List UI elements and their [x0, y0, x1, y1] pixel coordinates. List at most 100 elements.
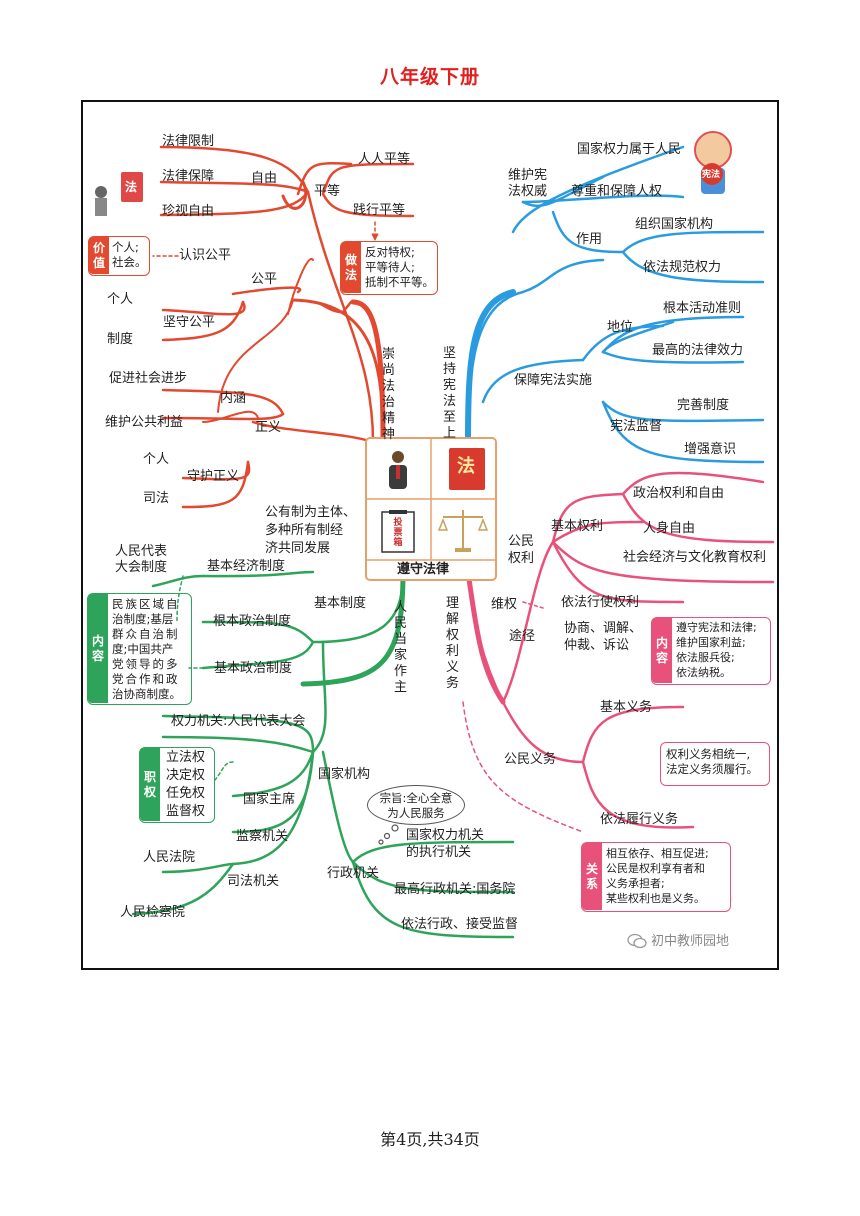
center-ballot-box-text: 投票箱	[393, 518, 403, 548]
branch-label-lijie-quanli-yiwu: 理解权利义务	[445, 596, 459, 691]
node-yifa-lvxing-yiwu: 依法履行义务	[600, 812, 679, 827]
jiazhi-line-1: 个人;	[112, 240, 139, 254]
neirong-green-line-6: 党合作和政	[112, 672, 180, 686]
node-gongmin-yiwu: 公民义务	[504, 752, 557, 767]
node-tujing-line1: 协商、调解、	[564, 621, 643, 636]
zuofa-tag: 做法	[341, 242, 361, 293]
node-jiben-yiwu: 基本义务	[600, 700, 653, 715]
xianfa-icon-text: 宪法	[702, 170, 721, 180]
node-jiben-zhengzhi-zhidu: 基本政治制度	[214, 661, 293, 676]
guanxi-line-2: 公民是权利享有者和	[606, 862, 705, 875]
node-zhengyi-sifa: 司法	[143, 491, 170, 506]
node-weihu-xianfa-line1: 维护宪	[508, 168, 548, 183]
branch-label-chongshang: 崇尚法治精神	[381, 347, 395, 442]
node-renshen-ziyou: 人身自由	[643, 521, 696, 536]
neirong-pink-line-4: 依法纳税。	[676, 666, 731, 679]
zuofa-line-1: 反对特权;	[365, 245, 415, 259]
node-jiben-zhidu: 基本制度	[314, 596, 367, 611]
mind-map-frame: 法 投票箱 遵守法律 崇尚法治精神 自由 法律限制 法律保障 珍视自由 法 平等…	[81, 100, 779, 970]
node-renmin-fayuan: 人民法院	[143, 850, 196, 865]
zhiquan-item-4: 监督权	[166, 804, 206, 819]
node-zhengyi: 正义	[255, 420, 282, 435]
node-gongmin-quanli-line2: 权利	[508, 551, 535, 566]
node-jiben-jingji-zhidu: 基本经济制度	[207, 559, 286, 574]
node-gongping: 公平	[251, 272, 278, 287]
guanxi-line-1: 相互依存、相互促进;	[606, 847, 709, 860]
jiazhi-line-2: 社会。	[112, 255, 147, 269]
zongzhi-cloud: 宗旨:全心全意 为人民服务	[367, 785, 465, 825]
zhiquan-box: 职权 立法权 决定权 任免权 监督权	[139, 747, 215, 823]
node-neihan: 内涵	[220, 391, 247, 406]
page-title: 八年级下册	[379, 66, 480, 88]
neirong-pink-line-1: 遵守宪法和法律;	[676, 621, 757, 634]
node-zuoyong: 作用	[576, 232, 603, 247]
node-jiben-quanli: 基本权利	[551, 519, 604, 534]
node-diwei: 地位	[607, 320, 634, 335]
node-guojia-zhuxi: 国家主席	[243, 792, 296, 807]
zuofa-line-2: 平等待人;	[365, 260, 415, 274]
yiwu-note-box: 权利义务相统一, 法定义务须履行。	[660, 742, 770, 786]
ziyou-icon-text: 法	[125, 180, 138, 194]
zuofa-box: 做法 反对特权; 平等待人; 抵制不平等。	[340, 241, 438, 295]
note-gongyouzhi-line3: 济共同发展	[265, 541, 331, 556]
jiazhi-tag: 价值	[89, 237, 109, 274]
note-renmin-daibiao-line2: 大会制度	[115, 560, 168, 575]
node-tujing-line2: 仲裁、诉讼	[564, 638, 630, 653]
center-law-icon-text: 法	[457, 456, 475, 477]
node-weihu-xianfa-line2: 法权威	[508, 184, 548, 199]
node-zuigao-falv-xiaoli: 最高的法律效力	[652, 343, 744, 358]
node-zengqiang-yishi: 增强意识	[684, 442, 737, 457]
guanxi-line-4: 某些权利也是义务。	[606, 892, 705, 905]
neirong-box-pink: 内容 遵守宪法和法律; 维护国家利益; 依法服兵役; 依法纳税。	[651, 617, 771, 685]
node-gongping-geren: 个人	[107, 292, 134, 307]
node-renren-pingdeng: 人人平等	[358, 152, 411, 167]
neirong-green-line-7: 治协商制度。	[112, 687, 181, 701]
zhiquan-item-1: 立法权	[166, 750, 206, 765]
node-jianshou-gongping: 坚守公平	[163, 315, 216, 330]
neirong-green-line-5: 党领导的多	[112, 657, 180, 671]
node-cujin-shehui-jinbu: 促进社会进步	[109, 371, 188, 386]
mind-map-lines	[95, 131, 775, 939]
node-genben-huodong-zhunze: 根本活动准则	[663, 301, 742, 316]
neirong-box-green: 内容 民族区域自 治制度;基层 群众自治制 度;中国共产 党领导的多 党合作和政…	[87, 593, 192, 705]
node-yifa-xingzheng: 依法行政、接受监督	[401, 917, 519, 932]
note-gongyouzhi-line2: 多种所有制经	[265, 523, 344, 538]
node-baozhang-xianfa-shishi: 保障宪法实施	[514, 373, 593, 388]
watermark-text: 初中教师园地	[651, 934, 730, 949]
node-shouhu-zhengyi: 守护正义	[187, 469, 240, 484]
neirong-tag-green: 内容	[88, 594, 108, 703]
node-falv-baozhang: 法律保障	[162, 169, 215, 184]
neirong-green-line-4: 度;中国共产	[112, 642, 174, 656]
node-jiancha-jiguan: 监察机关	[236, 829, 289, 844]
cloud-bubbles	[378, 824, 399, 845]
wechat-icon	[627, 933, 647, 949]
node-gongping-zhidu: 制度	[107, 332, 134, 347]
node-renmin-jianchayuan: 人民检察院	[120, 905, 186, 920]
neirong-tag-pink: 内容	[652, 618, 672, 683]
node-xianfa-jiandu: 宪法监督	[610, 419, 663, 434]
node-genben-zhengzhi-zhidu: 根本政治制度	[213, 614, 292, 629]
zhiquan-item-3: 任免权	[166, 786, 206, 801]
node-zhixing-jiguan-line1: 国家权力机关	[406, 828, 485, 843]
node-yifa-xingshi-quanli: 依法行使权利	[561, 595, 640, 610]
node-weiquan-wei: 维权	[491, 597, 518, 612]
neirong-pink-line-2: 维护国家利益;	[676, 636, 746, 649]
node-weihu-gonggong-liyi: 维护公共利益	[105, 415, 184, 430]
node-wanshan-zhidu: 完善制度	[677, 398, 730, 413]
zhiquan-item-2: 决定权	[166, 768, 206, 783]
note-gongyouzhi-line1: 公有制为主体、	[265, 505, 357, 520]
node-jianxing-pingdeng: 践行平等	[353, 203, 406, 218]
guanxi-tag: 关系	[582, 843, 602, 910]
node-shehui-jingji-quanli: 社会经济与文化教育权利	[623, 550, 767, 565]
neirong-green-line-3: 群众自治制	[112, 627, 180, 641]
note-renmin-daibiao-line1: 人民代表	[115, 544, 168, 559]
neirong-pink-line-3: 依法服兵役;	[676, 651, 735, 664]
yiwu-note-line-2: 法定义务须履行。	[666, 762, 758, 776]
node-zunzhong-baozhang-renquan: 尊重和保障人权	[571, 184, 663, 199]
node-quanli-jiguan: 权力机关:人民代表大会	[171, 714, 306, 729]
node-guojia-jigou: 国家机构	[318, 767, 371, 782]
node-yifa-guifan-quanli: 依法规范权力	[643, 260, 722, 275]
branch-label-jianchi-xianfa: 坚持宪法至上	[442, 346, 456, 441]
guanxi-line-3: 义务承担者;	[606, 877, 665, 890]
node-falv-xianzhi: 法律限制	[162, 134, 215, 149]
